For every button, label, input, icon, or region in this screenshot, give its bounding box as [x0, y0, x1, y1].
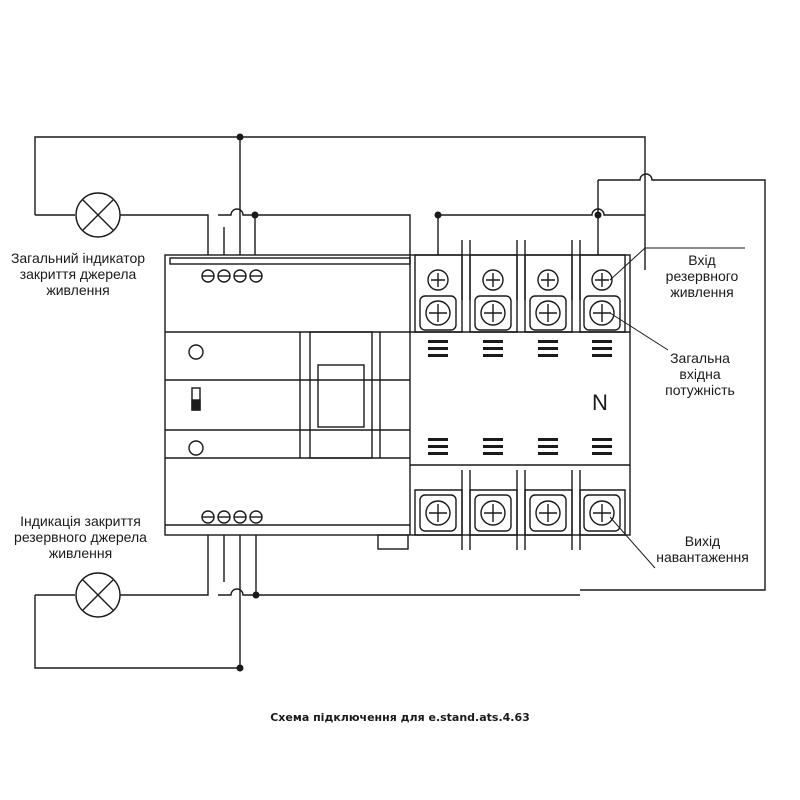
- indicator-hole-upper: [188, 344, 204, 360]
- terminal-block-out-2: [469, 470, 526, 550]
- upper-junction-dots: [236, 133, 602, 219]
- top-power-terminals: [414, 240, 626, 333]
- vent-slots-upper: [428, 340, 612, 357]
- terminal-block-out-1: [414, 470, 471, 550]
- bottom-power-terminals: [414, 470, 626, 550]
- main-indicator-lamp-icon: [75, 192, 121, 238]
- terminal-block-out-3: [524, 470, 581, 550]
- terminal-block-3: [524, 240, 581, 333]
- position-indicator-icon: [191, 387, 201, 411]
- main-input-label: Загальна вхідна потужність: [665, 350, 735, 398]
- terminal-block-n: [579, 254, 626, 333]
- upper-signal-terminals: [201, 269, 263, 283]
- load-output-label: Вихід навантаження: [656, 533, 749, 565]
- vent-slots-lower: [428, 438, 612, 455]
- lower-signal-terminals: [201, 510, 263, 524]
- reserve-input-label: Вхід резервного живлення: [665, 252, 739, 300]
- neutral-marking: N: [592, 390, 608, 415]
- lower-junction-dots: [236, 591, 260, 672]
- lower-indicator-wiring: [34, 527, 580, 669]
- diagram-caption: Схема підключення для e.stand.ats.4.63: [270, 711, 530, 724]
- reserve-indicator-lamp-icon: [75, 572, 121, 618]
- transfer-switch-body: [164, 254, 631, 550]
- indicator-hole-lower: [188, 440, 204, 456]
- reserve-indicator-label: Індикація закриття резервного джерела жи…: [14, 513, 147, 561]
- main-indicator-label: Загальний індикатор закриття джерела жив…: [10, 250, 146, 298]
- terminal-block-out-n: [579, 489, 626, 536]
- leader-lines: [609, 247, 745, 569]
